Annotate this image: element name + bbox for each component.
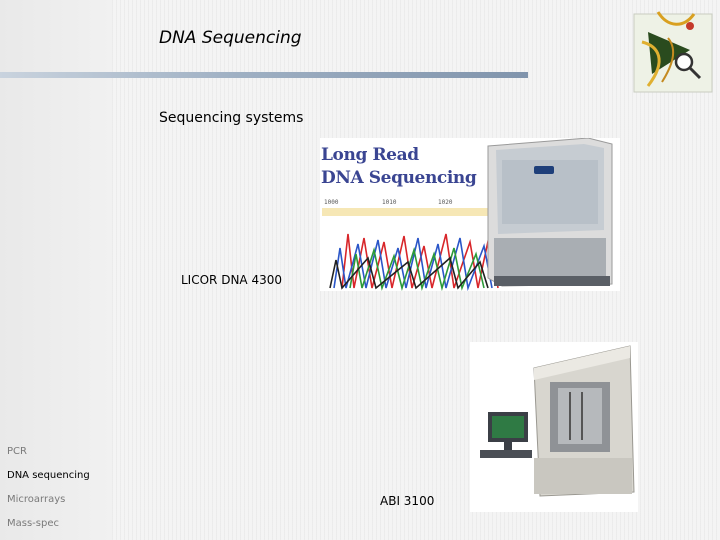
left-sidebar-strip bbox=[0, 0, 112, 540]
licor-chromatogram: 1000 1010 1020 bbox=[322, 138, 613, 291]
licor-caption: LICOR DNA 4300 bbox=[181, 273, 282, 287]
nav-item-dna-sequencing[interactable]: DNA sequencing bbox=[7, 470, 90, 481]
abi-3100-photo bbox=[470, 342, 638, 512]
licor-overlay-text: Long Read DNA Sequencing bbox=[321, 144, 477, 190]
title-underline-rule bbox=[0, 72, 528, 78]
section-nav: PCR DNA sequencing Microarrays Mass-spec bbox=[7, 440, 90, 536]
abi-caption: ABI 3100 bbox=[380, 494, 435, 508]
nav-item-pcr[interactable]: PCR bbox=[7, 446, 27, 457]
slide-title: DNA Sequencing bbox=[159, 28, 302, 48]
licor-sequencer-photo: Long Read DNA Sequencing 1000 1010 1020 bbox=[320, 138, 620, 291]
ruler-tick-1: 1000 bbox=[324, 199, 339, 206]
nav-item-mass-spec[interactable]: Mass-spec bbox=[7, 518, 59, 529]
licor-overlay-line-1: Long Read bbox=[321, 145, 419, 165]
nav-item-microarrays[interactable]: Microarrays bbox=[7, 494, 66, 505]
ruler-tick-3: 1020 bbox=[438, 199, 453, 206]
abi-instrument-graphic bbox=[480, 345, 635, 497]
ruler-tick-2: 1010 bbox=[382, 199, 397, 206]
dna-magnifier-logo-icon bbox=[633, 11, 713, 93]
licor-overlay-line-2: DNA Sequencing bbox=[321, 168, 477, 188]
slide-subtitle: Sequencing systems bbox=[159, 110, 304, 126]
